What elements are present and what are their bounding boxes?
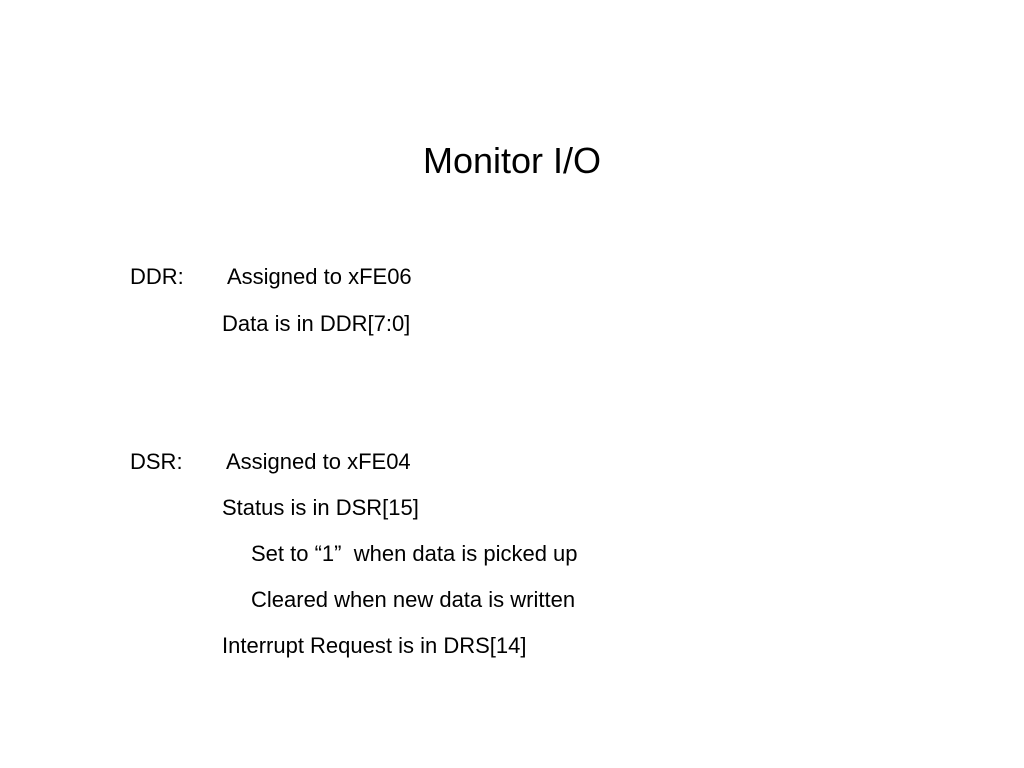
ddr-assigned: Assigned to xFE06: [227, 264, 412, 289]
dsr-cleared: Cleared when new data is written: [251, 587, 576, 612]
ddr-label: DDR:: [130, 264, 184, 289]
ddr-data: Data is in DDR[7:0]: [222, 311, 411, 336]
dsr-status: Status is in DSR[15]: [222, 495, 419, 520]
dsr-set: Set to “1” when data is picked up: [251, 541, 578, 566]
dsr-assigned: Assigned to xFE04: [226, 449, 411, 474]
slide-title: Monitor I/O: [422, 140, 602, 181]
dsr-label: DSR:: [130, 449, 183, 474]
dsr-interrupt: Interrupt Request is in DRS[14]: [222, 633, 527, 658]
